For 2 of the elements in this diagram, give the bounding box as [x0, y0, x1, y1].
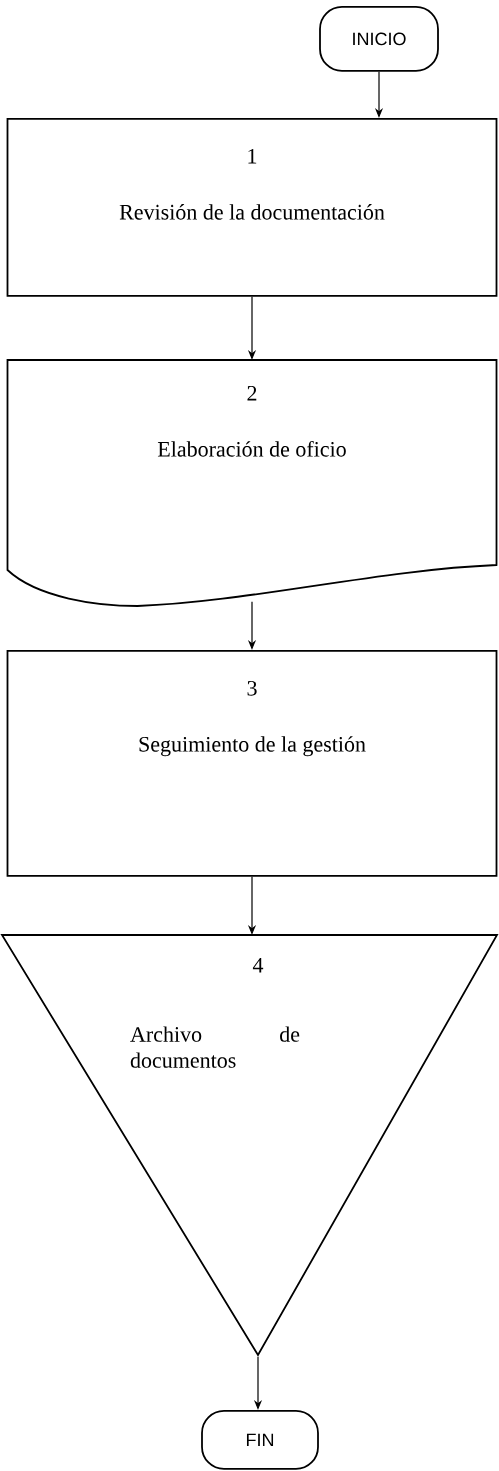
process-box: 3 Seguimiento de la gestión: [6, 650, 498, 877]
process-box: 1 Revisión de la documentación: [6, 118, 498, 297]
